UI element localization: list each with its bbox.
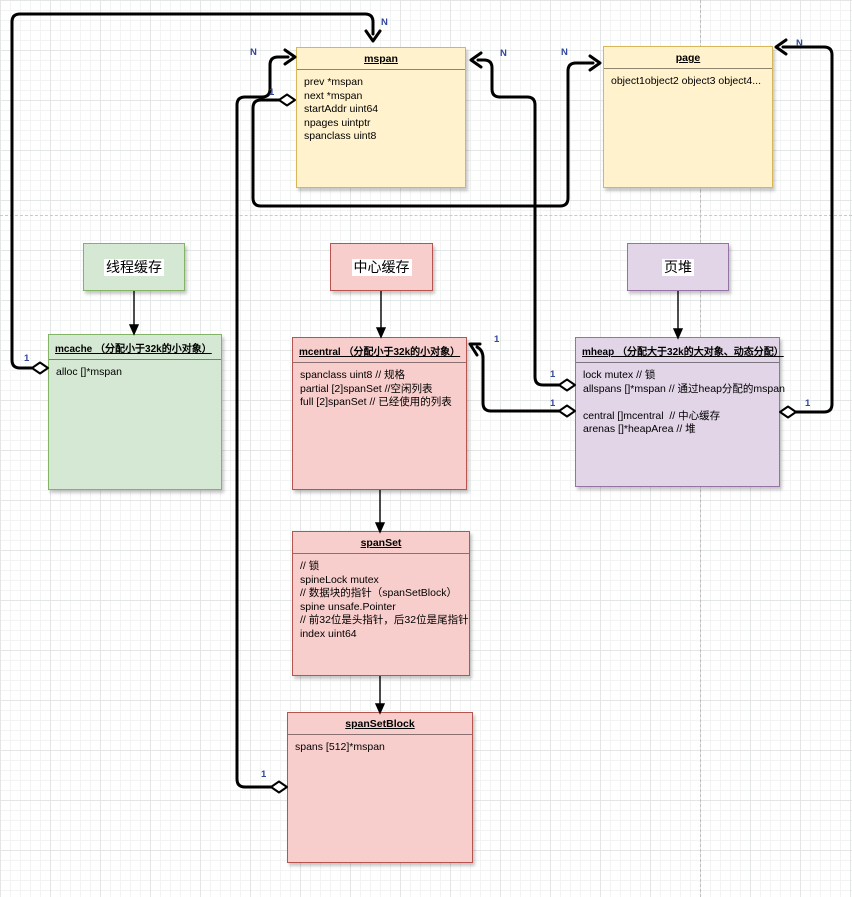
node-title: page <box>604 47 772 69</box>
tag-text: 页堆 <box>662 258 694 276</box>
node-page[interactable]: page object1object2 object3 object4... <box>603 46 773 188</box>
node-fields: spans [512]*mspan <box>288 735 472 759</box>
field-line: spineLock mutex <box>300 573 379 586</box>
edge-mheap-to-page[interactable] <box>774 38 834 419</box>
edge-label-n: N <box>381 17 388 28</box>
node-title: spanSetBlock <box>288 713 472 735</box>
edge-mheap-to-mcentral[interactable] <box>468 342 576 418</box>
edge-label-1: 1 <box>550 369 556 380</box>
edge-pageheap-to-mheap[interactable] <box>672 291 684 340</box>
field-line: alloc []*mspan <box>56 366 122 378</box>
field-line: full [2]spanSet // 已经使用的列表 <box>300 396 452 408</box>
node-central-cache-label[interactable]: 中心缓存 <box>330 243 433 291</box>
node-fields: object1object2 object3 object4... <box>604 69 772 93</box>
edge-label-1: 1 <box>24 353 30 364</box>
edge-label-n: N <box>500 48 507 59</box>
edge-label-n: N <box>561 47 568 58</box>
edge-label-1: 1 <box>494 334 500 345</box>
tag-text: 线程缓存 <box>104 258 164 276</box>
edge-label-n: N <box>250 47 257 58</box>
field-line: // 前32位是头指针，后32位是尾指针 <box>300 614 469 626</box>
edge-label-n: N <box>796 38 803 49</box>
field-line: startAddr uint64 <box>304 103 379 115</box>
node-fields: alloc []*mspan <box>49 360 221 384</box>
field-line: spans [512]*mspan <box>295 741 385 753</box>
node-title: mspan <box>297 48 465 70</box>
node-title: mcentral （分配小于32k的小对象） <box>293 338 466 363</box>
edge-label-1: 1 <box>805 398 811 409</box>
node-title: spanSet <box>293 532 469 554</box>
node-page-heap-label[interactable]: 页堆 <box>627 243 729 291</box>
edge-spanset-to-spansetblock[interactable] <box>374 676 386 715</box>
field-line: // 数据块的指针（spanSetBlock） <box>300 587 457 599</box>
field-line: prev *mspan <box>304 76 363 88</box>
field-line: lock mutex // 锁 <box>583 369 656 381</box>
node-thread-cache-label[interactable]: 线程缓存 <box>83 243 185 291</box>
edge-spansetblock-to-mspan[interactable] <box>235 48 297 794</box>
node-mheap[interactable]: mheap （分配大于32k的大对象、动态分配） lock mutex // 锁… <box>575 337 785 487</box>
field-line: central []mcentral // 中心缓存 <box>583 409 721 422</box>
edge-label-1: 1 <box>269 87 275 98</box>
node-mcache[interactable]: mcache （分配小于32k的小对象） alloc []*mspan <box>48 334 222 490</box>
node-title: mcache （分配小于32k的小对象） <box>49 335 221 360</box>
edge-label-1: 1 <box>261 769 267 780</box>
field-line: index uint64 <box>300 627 357 640</box>
edge-label-1: 1 <box>550 398 556 409</box>
field-line: partial [2]spanSet //空闲列表 <box>300 382 433 395</box>
node-mcentral[interactable]: mcentral （分配小于32k的小对象） spanclass uint8 /… <box>292 337 467 490</box>
field-line: arenas []*heapArea // 堆 <box>583 423 696 435</box>
edge-threadcache-to-mcache[interactable] <box>128 291 140 336</box>
edge-mcentral-to-spanset[interactable] <box>374 490 386 534</box>
page-guide-horizontal <box>0 215 852 216</box>
field-line: object1object2 object3 object4... <box>611 75 762 87</box>
field-line: spanclass uint8 <box>304 130 377 142</box>
field-line: // 锁 <box>300 560 320 572</box>
field-line: next *mspan <box>304 89 363 102</box>
node-title: mheap （分配大于32k的大对象、动态分配） <box>576 338 784 363</box>
edge-centralcache-to-mcentral[interactable] <box>375 291 387 339</box>
field-line: spine unsafe.Pointer <box>300 600 396 613</box>
field-line: allspans []*mspan // 通过heap分配的mspan <box>583 382 785 395</box>
field-line: npages uintptr <box>304 116 371 129</box>
tag-text: 中心缓存 <box>351 258 412 276</box>
edge-mspan-to-page[interactable] <box>251 54 602 208</box>
edge-mheap-to-mspan[interactable] <box>469 51 576 392</box>
field-line: spanclass uint8 // 规格 <box>300 369 406 381</box>
edge-mcache-to-mspan[interactable] <box>10 12 382 375</box>
